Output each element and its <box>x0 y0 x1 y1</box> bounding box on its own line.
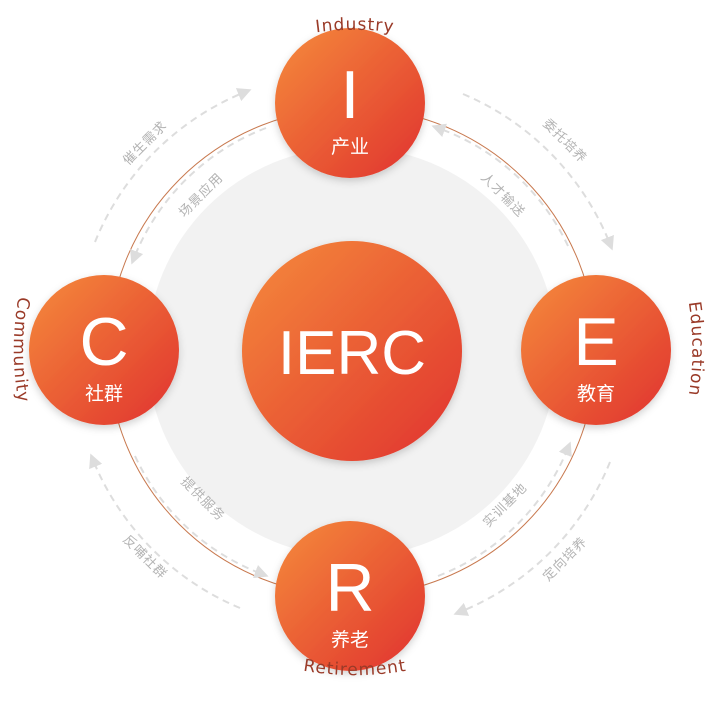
en-label-education-path: Education <box>684 300 707 397</box>
node-retirement-cn: 养老 <box>331 629 369 651</box>
flow-label-retirement-to-community: 反哺社群 <box>119 532 170 583</box>
node-retirement-letter: R <box>325 550 374 626</box>
node-industry-circle <box>275 28 425 178</box>
en-label-industry-path: Industry <box>314 15 394 38</box>
node-industry-cn: 产业 <box>331 136 369 158</box>
arc-education-to-industry <box>431 123 569 247</box>
node-education-circle <box>521 275 671 425</box>
arc-education-to-retirement <box>453 461 611 616</box>
center-node: IERC <box>242 241 462 461</box>
en-label-community: Community <box>9 296 34 405</box>
inner-flow-arcs <box>130 123 572 579</box>
center-label: IERC <box>278 319 426 388</box>
en-label-industry: Industry <box>314 15 395 38</box>
node-education: E 教育 <box>521 275 671 425</box>
en-label-education: Education <box>684 300 708 397</box>
arc-community-to-industry <box>94 88 252 243</box>
center-circle <box>242 241 462 461</box>
flow-label-education-to-retirement: 定向培养 <box>540 534 591 585</box>
en-label-community-path: Community <box>9 296 33 405</box>
arc-industry-to-education <box>462 93 614 251</box>
node-community-letter: C <box>79 304 128 380</box>
node-education-letter: E <box>573 304 618 380</box>
flow-label-industry-to-education: 委托培养 <box>539 116 590 167</box>
node-education-cn: 教育 <box>577 383 615 405</box>
node-retirement-circle <box>275 521 425 671</box>
node-community: C 社群 <box>29 275 179 425</box>
arc-community-to-retirement <box>134 455 269 579</box>
node-community-circle <box>29 275 179 425</box>
node-community-cn: 社群 <box>85 383 123 405</box>
node-retirement: R 养老 <box>275 521 425 671</box>
node-industry-letter: I <box>341 57 360 133</box>
outer-flow-arcs <box>89 88 614 616</box>
node-industry: I 产业 <box>275 28 425 178</box>
arc-retirement-to-community <box>89 453 241 609</box>
